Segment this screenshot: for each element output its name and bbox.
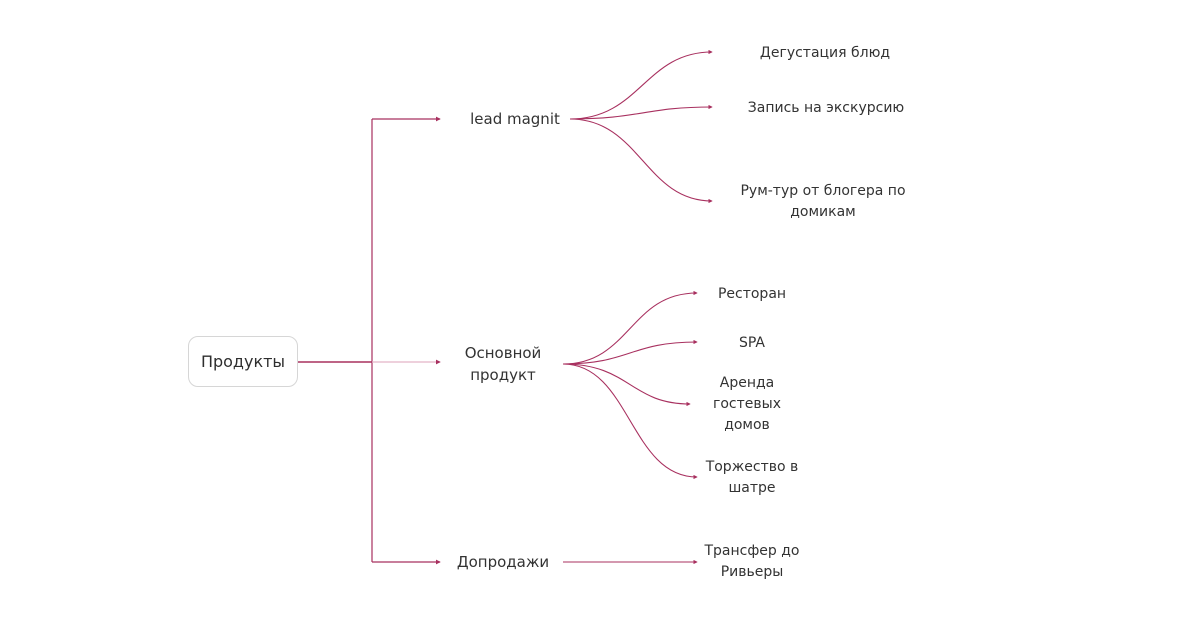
root-node[interactable]: Продукты bbox=[188, 336, 298, 387]
leaf-connector-restaurant bbox=[562, 290, 698, 365]
leaf-node-excursion[interactable]: Запись на экскурсию bbox=[747, 100, 905, 116]
branch-node-lead-magnit[interactable]: lead magnit bbox=[470, 110, 560, 128]
leaf-node-transfer[interactable]: Трансфер до Ривьеры bbox=[704, 543, 800, 580]
leaf-connector-room-tour bbox=[569, 118, 713, 204]
branch-node-main-product[interactable]: Основной продукт bbox=[464, 344, 542, 384]
leaf-node-restaurant[interactable]: Ресторан bbox=[717, 286, 787, 302]
root-node-label: Продукты bbox=[200, 352, 286, 371]
leaf-node-room-tour[interactable]: Рум-тур от блогера по домикам bbox=[740, 183, 906, 220]
leaf-connector-degustation bbox=[569, 49, 713, 120]
leaf-node-guest-houses[interactable]: Аренда гостевых домов bbox=[713, 375, 781, 433]
leaf-connector-guest-houses bbox=[562, 363, 691, 407]
leaf-node-spa[interactable]: SPA bbox=[738, 335, 765, 351]
leaf-node-degustation[interactable]: Дегустация блюд bbox=[759, 45, 891, 61]
branch-node-upsell[interactable]: Допродажи bbox=[456, 553, 550, 571]
leaf-connector-tent-celebration bbox=[562, 363, 698, 480]
leaf-connector-spa bbox=[562, 339, 698, 365]
leaf-node-tent-celebration[interactable]: Торжество в шатре bbox=[705, 459, 799, 496]
leaf-connector-excursion bbox=[569, 104, 713, 120]
